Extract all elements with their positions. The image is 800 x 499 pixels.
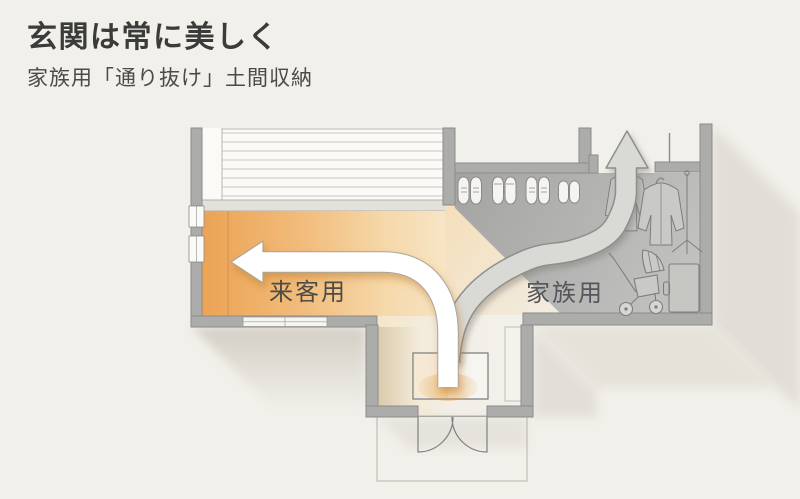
- cast-shadows: [192, 126, 800, 448]
- page-title: 玄関は常に美しく: [27, 21, 279, 54]
- wall-vestibule-bottom-right: [486, 405, 534, 418]
- family-route-arrow: [437, 130, 649, 363]
- entrance-double-door-icon: [417, 416, 488, 453]
- wall-right: [699, 123, 713, 326]
- wall-stub-cap: [588, 154, 599, 174]
- side-cabinet: [504, 326, 522, 402]
- shoe-shelf: [454, 162, 599, 174]
- wall-storage-bottom: [522, 312, 713, 326]
- step-ledge: [201, 199, 456, 212]
- stroller-icon: [608, 249, 665, 317]
- porch-outline: [376, 415, 528, 482]
- sliding-door-icon: [242, 316, 328, 327]
- wood-floor-texture: [221, 128, 443, 200]
- wall-vestibule-right: [520, 324, 534, 418]
- guest-route-arrow: [230, 240, 459, 387]
- family-arrow-head: [605, 130, 649, 169]
- page-subtitle: 家族用「通り抜け」土間収納: [27, 67, 313, 90]
- bag-icon: [662, 263, 700, 313]
- walls: [188, 123, 713, 418]
- wall-center: [442, 127, 456, 206]
- wall-stub: [578, 127, 592, 164]
- guest-route-label: 来客用: [269, 279, 347, 306]
- closet-shelf: [654, 161, 701, 173]
- wall-left-mullion: [190, 226, 203, 237]
- family-route-label: 家族用: [526, 280, 604, 307]
- wood-floor-room: [202, 128, 443, 200]
- shoes-icon: [457, 176, 580, 205]
- window-icon: [188, 205, 205, 263]
- wall-left-upper: [190, 127, 203, 207]
- wall-vestibule-bottom-left: [365, 405, 419, 418]
- wall-vestibule-left: [365, 324, 379, 418]
